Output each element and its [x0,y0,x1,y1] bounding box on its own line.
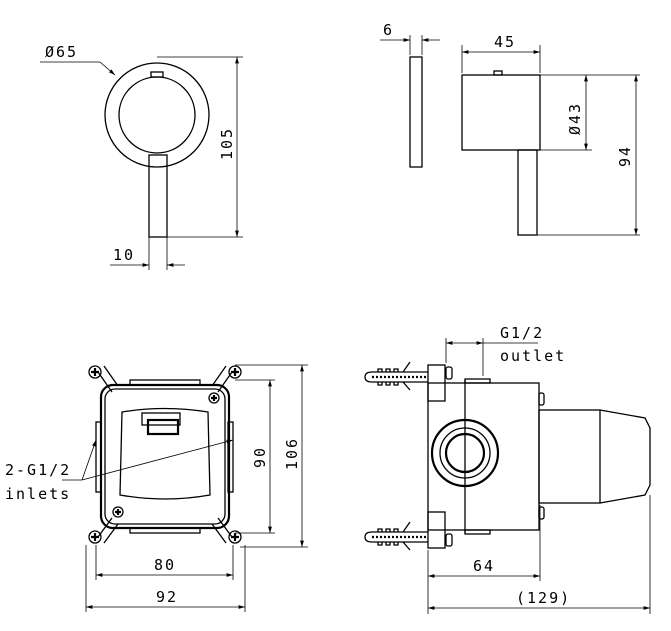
inner-height-90-label: 90 [251,446,269,468]
screw-icon [88,365,242,544]
wall-anchor-icon [364,361,428,551]
outlet-label-line2: outlet [500,347,566,365]
thickness-6-label: 6 [383,21,394,39]
outer-height-106-label: 106 [283,437,301,470]
lever-front-view: Ø65 105 10 [40,43,243,270]
total-depth-129-label: (129) [516,589,571,607]
diameter-65-label: Ø65 [45,43,78,61]
diameter-43-label: Ø43 [566,102,584,135]
inner-width-80-label: 80 [154,556,176,574]
outlet-label-line1: G1/2 [500,324,544,342]
height-105-label: 105 [218,127,236,160]
outer-width-92-label: 92 [156,588,178,606]
cover-plate-side-view: 6 [380,21,440,168]
body-depth-64-label: 64 [473,557,495,575]
inlet-label-line1: 2-G1/2 [5,461,71,479]
height-94-label: 94 [616,145,634,167]
inlet-label-line2: inlets [5,485,71,503]
handle-width-10-label: 10 [113,246,135,264]
valve-box-side-view: G1/2 outlet 64 (129) [364,324,651,614]
depth-45-label: 45 [494,33,516,51]
valve-box-front-view: 2-G1/2 inlets 90 106 80 92 [5,364,308,612]
lever-side-view: 45 Ø43 94 [461,33,640,236]
